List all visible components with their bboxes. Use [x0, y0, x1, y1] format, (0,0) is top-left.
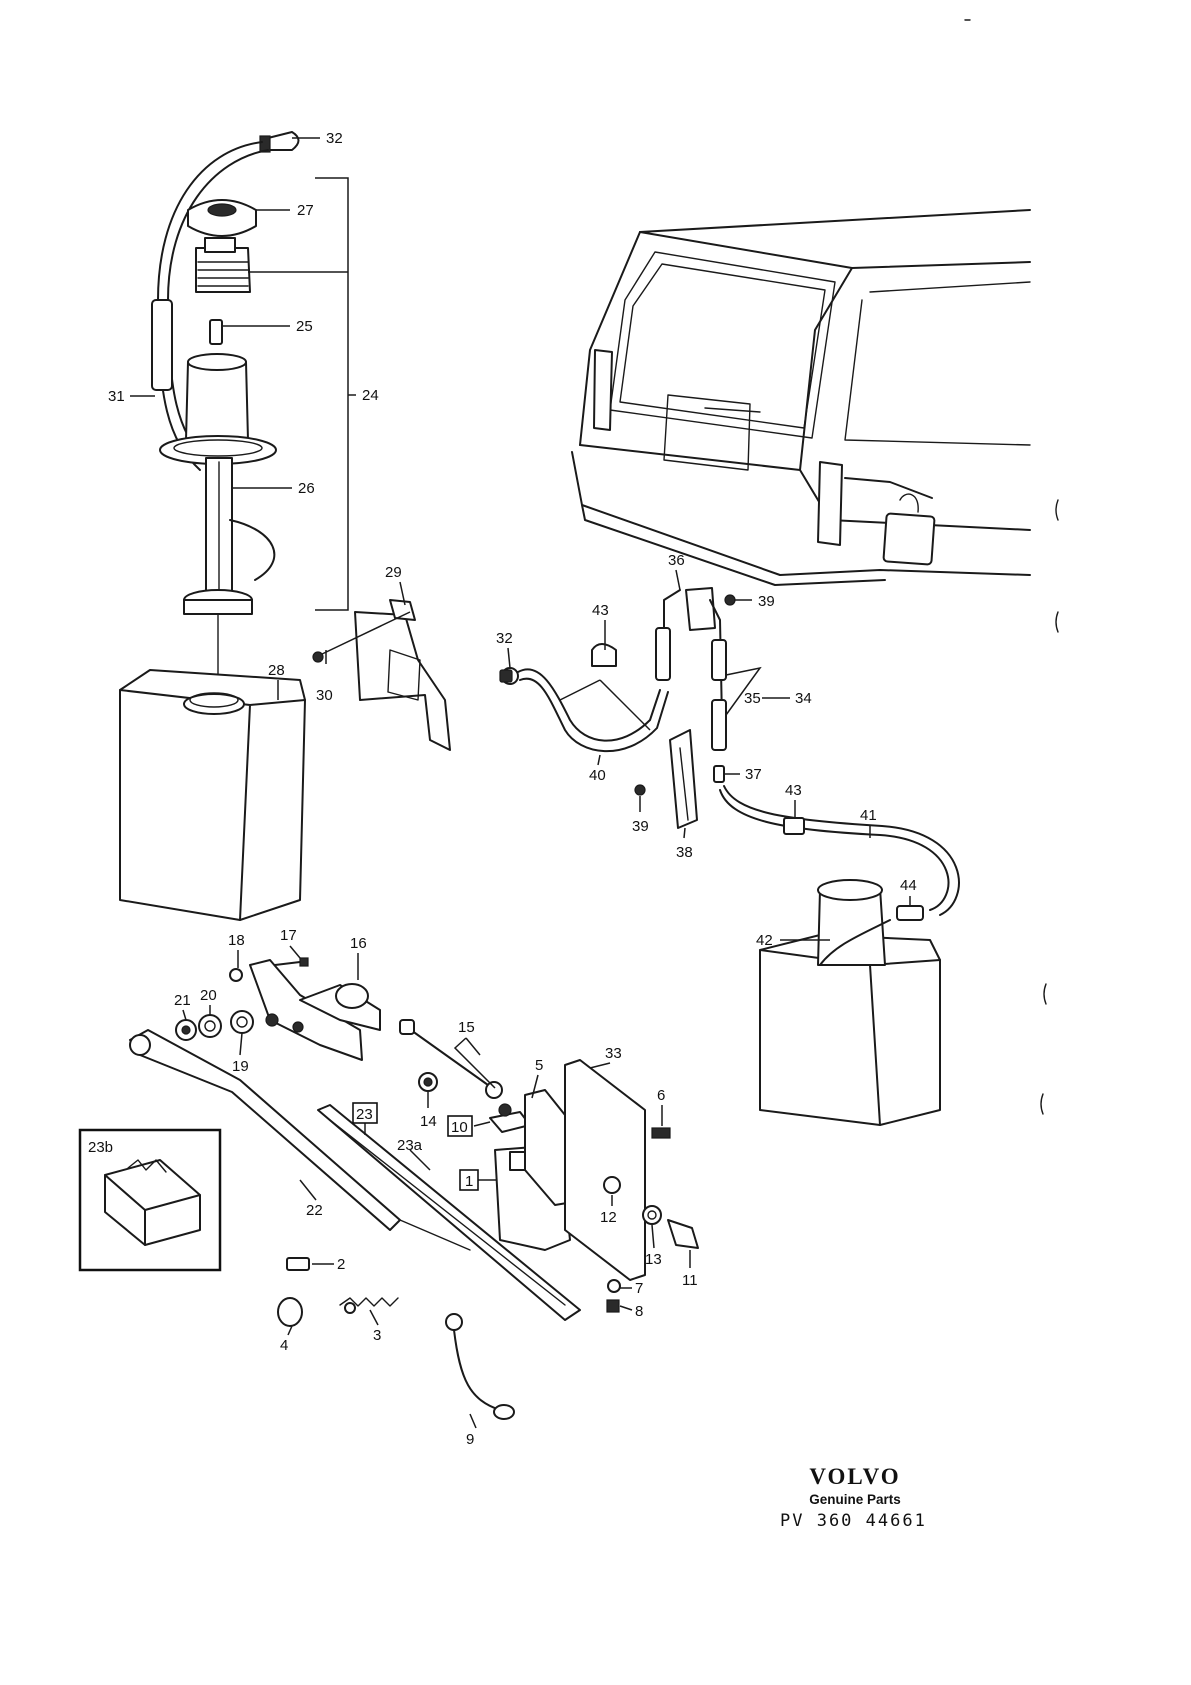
- brand-subtitle: Genuine Parts: [809, 1492, 901, 1507]
- callout-11: 11: [682, 1272, 698, 1289]
- callout-21: 21: [174, 992, 191, 1009]
- callout-7: 7: [635, 1280, 643, 1297]
- callout-15: 15: [458, 1019, 475, 1036]
- callout-32-top: 32: [326, 130, 343, 147]
- callout-20: 20: [200, 987, 217, 1004]
- callout-33: 33: [605, 1045, 622, 1062]
- callout-1-boxed: 1: [459, 1169, 479, 1191]
- callout-22: 22: [306, 1202, 323, 1219]
- callout-39-top: 39: [758, 593, 775, 610]
- callout-leaders: [130, 137, 911, 1429]
- callout-17: 17: [280, 927, 297, 944]
- callout-13: 13: [645, 1251, 662, 1268]
- car-rear-illustration: [571, 209, 1031, 586]
- detail-inset-23b: [78, 1128, 222, 1272]
- callout-40: 40: [589, 767, 606, 784]
- rear-washer-hoses: [499, 587, 960, 1126]
- callout-25: 25: [296, 318, 313, 335]
- callout-23-boxed: 23: [352, 1102, 378, 1124]
- callout-37: 37: [745, 766, 762, 783]
- callout-18: 18: [228, 932, 245, 949]
- callout-39-bottom: 39: [632, 818, 649, 835]
- callout-27: 27: [297, 202, 314, 219]
- callout-34: 34: [795, 690, 812, 707]
- callout-23a: 23a: [397, 1137, 423, 1154]
- callout-36: 36: [668, 552, 685, 569]
- callout-14: 14: [420, 1113, 437, 1130]
- callout-23b: 23b: [88, 1139, 113, 1156]
- reservoir-bracket: [312, 599, 451, 751]
- callout-19: 19: [232, 1058, 249, 1075]
- callout-3: 3: [373, 1327, 381, 1344]
- callout-44: 44: [900, 877, 917, 894]
- callout-10-boxed: 10: [447, 1115, 473, 1137]
- svg-text:10: 10: [451, 1119, 468, 1136]
- callout-12: 12: [600, 1209, 617, 1226]
- callout-4: 4: [280, 1337, 288, 1354]
- svg-text:1: 1: [465, 1173, 473, 1190]
- callout-16: 16: [350, 935, 367, 952]
- callout-labels: 32 27 25 31 24 26 28 29 30 32 43 36 39 3…: [88, 130, 917, 1448]
- callout-41: 41: [860, 807, 877, 824]
- wiper-assembly: [129, 957, 699, 1420]
- callout-24: 24: [362, 387, 379, 404]
- svg-text:23: 23: [356, 1106, 373, 1123]
- callout-6: 6: [657, 1087, 665, 1104]
- callout-32-right: 32: [496, 630, 513, 647]
- callout-31: 31: [108, 388, 125, 405]
- callout-43-bottom: 43: [785, 782, 802, 799]
- scan-marks: [964, 19, 1059, 1115]
- part-reference-code: PV 360 44661: [780, 1511, 927, 1531]
- pump-assembly: [151, 131, 349, 681]
- callout-29: 29: [385, 564, 402, 581]
- washer-fluid-reservoir: [119, 669, 306, 921]
- callout-9: 9: [466, 1431, 474, 1448]
- callout-5: 5: [535, 1057, 543, 1074]
- callout-43-top: 43: [592, 602, 609, 619]
- brand-block: VOLVO Genuine Parts: [775, 1464, 935, 1507]
- brand-logo-text: VOLVO: [809, 1464, 901, 1489]
- callout-2: 2: [337, 1256, 345, 1273]
- callout-8: 8: [635, 1303, 643, 1320]
- callout-30: 30: [316, 687, 333, 704]
- callout-38: 38: [676, 844, 693, 861]
- callout-42: 42: [756, 932, 773, 949]
- callout-35: 35: [744, 690, 761, 707]
- callout-26: 26: [298, 480, 315, 497]
- callout-28: 28: [268, 662, 285, 679]
